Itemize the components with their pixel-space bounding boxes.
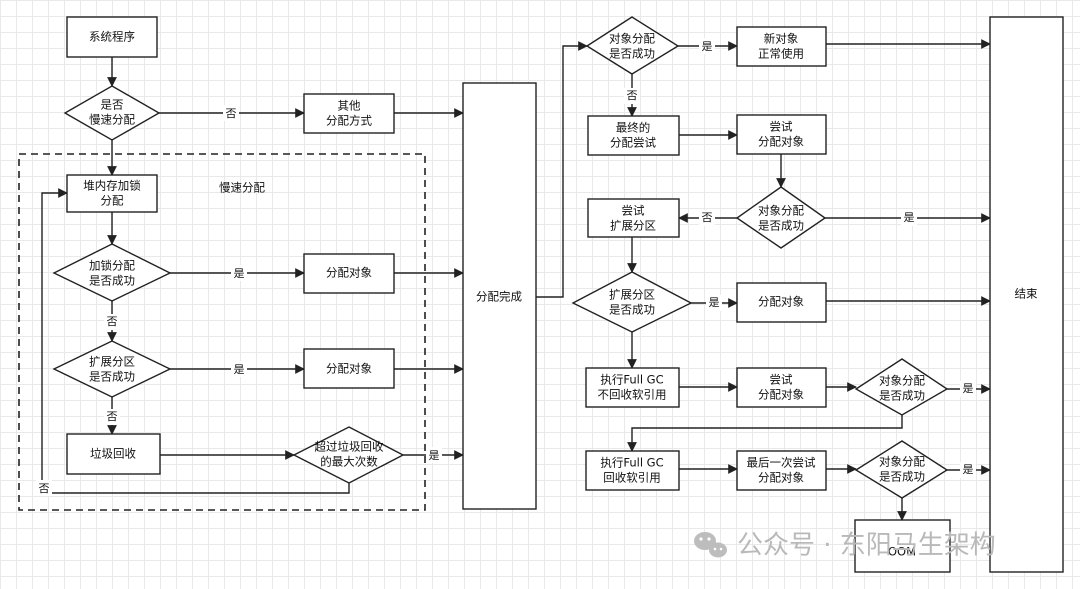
svg-text:超过垃圾回收: 超过垃圾回收 — [315, 440, 384, 454]
node-oom: OOM — [854, 519, 951, 573]
svg-text:结束: 结束 — [1015, 287, 1038, 301]
svg-text:对象分配: 对象分配 — [879, 374, 925, 388]
svg-text:是否成功: 是否成功 — [89, 274, 135, 288]
decision-obj-alloc-success-3: 对象分配 是否成功 — [854, 358, 949, 416]
svg-text:是否: 是否 — [101, 98, 124, 112]
svg-text:对象分配: 对象分配 — [609, 32, 655, 46]
svg-text:执行Full GC: 执行Full GC — [600, 373, 663, 387]
label-no: 否 — [107, 315, 118, 328]
svg-text:对象分配: 对象分配 — [758, 204, 804, 218]
slow-alloc-region — [18, 153, 426, 511]
label-no: 否 — [702, 211, 713, 224]
label-yes: 是 — [234, 363, 245, 376]
node-final-alloc-try: 最终的 分配尝试 — [587, 115, 680, 156]
svg-text:分配对象: 分配对象 — [758, 295, 804, 309]
label-yes: 是 — [963, 382, 974, 395]
svg-text:OOM: OOM — [888, 545, 916, 559]
node-other-alloc: 其他 分配方式 — [303, 93, 395, 134]
node-last-try-alloc: 最后一次尝试 分配对象 — [736, 450, 827, 491]
decision-expand-success-right: 扩展分区 是否成功 — [571, 271, 693, 333]
slow-alloc-label: 慢速分配 — [219, 181, 265, 195]
svg-text:最终的: 最终的 — [616, 121, 651, 135]
node-alloc-object-3: 分配对象 — [736, 282, 827, 323]
svg-text:分配方式: 分配方式 — [326, 114, 372, 128]
svg-text:系统程序: 系统程序 — [89, 30, 135, 44]
label-yes: 是 — [702, 40, 713, 53]
node-heap-lock-alloc: 堆内存加锁 分配 — [66, 174, 158, 213]
svg-text:尝试: 尝试 — [770, 120, 793, 134]
node-try-expand: 尝试 扩展分区 — [587, 198, 680, 238]
svg-text:扩展分区: 扩展分区 — [609, 288, 655, 302]
decision-obj-alloc-success-2: 对象分配 是否成功 — [735, 186, 827, 249]
edge-check3-no — [627, 415, 903, 452]
svg-text:分配: 分配 — [101, 194, 124, 208]
svg-text:扩展分区: 扩展分区 — [89, 355, 135, 369]
svg-text:是否成功: 是否成功 — [879, 389, 925, 403]
svg-text:分配尝试: 分配尝试 — [610, 136, 656, 150]
svg-text:是否成功: 是否成功 — [89, 370, 135, 384]
svg-text:垃圾回收: 垃圾回收 — [90, 447, 136, 461]
svg-text:最后一次尝试: 最后一次尝试 — [747, 456, 816, 470]
svg-text:回收软引用: 回收软引用 — [603, 471, 661, 485]
svg-text:尝试: 尝试 — [622, 204, 645, 218]
decision-obj-alloc-success-4: 对象分配 是否成功 — [854, 440, 949, 499]
node-alloc-object-1: 分配对象 — [303, 253, 395, 294]
label-no: 否 — [226, 107, 237, 120]
decision-exceed-max-gc: 超过垃圾回收 的最大次数 — [292, 426, 405, 484]
node-try-alloc-2: 尝试 分配对象 — [736, 367, 827, 408]
svg-text:加锁分配: 加锁分配 — [89, 259, 135, 273]
label-no: 否 — [627, 89, 638, 102]
svg-text:的最大次数: 的最大次数 — [320, 455, 378, 469]
svg-text:对象分配: 对象分配 — [879, 455, 925, 469]
svg-text:分配完成: 分配完成 — [476, 290, 522, 304]
svg-text:新对象: 新对象 — [764, 32, 799, 46]
label-yes: 是 — [429, 449, 440, 462]
node-full-gc-no-soft: 执行Full GC 不回收软引用 — [585, 367, 680, 408]
node-end: 结束 — [989, 16, 1064, 573]
label-yes: 是 — [904, 211, 915, 224]
label-yes: 是 — [234, 267, 245, 280]
node-gc: 垃圾回收 — [66, 433, 161, 475]
label-no: 否 — [107, 410, 118, 423]
decision-lock-alloc-success: 加锁分配 是否成功 — [52, 243, 172, 302]
svg-text:分配对象: 分配对象 — [758, 135, 804, 149]
svg-text:堆内存加锁: 堆内存加锁 — [83, 179, 141, 193]
node-alloc-done: 分配完成 — [462, 82, 537, 510]
svg-text:是否成功: 是否成功 — [879, 470, 925, 484]
decision-expand-success-left: 扩展分区 是否成功 — [52, 340, 172, 398]
node-full-gc-soft: 执行Full GC 回收软引用 — [585, 450, 680, 491]
wechat-logo-icon — [694, 532, 727, 558]
svg-text:是否成功: 是否成功 — [758, 219, 804, 233]
svg-text:分配对象: 分配对象 — [326, 362, 372, 376]
svg-text:正常使用: 正常使用 — [758, 47, 804, 61]
decision-is-slow-alloc: 是否 慢速分配 — [63, 85, 161, 141]
svg-text:尝试: 尝试 — [770, 373, 793, 387]
label-no: 否 — [39, 482, 50, 495]
svg-text:不回收软引用: 不回收软引用 — [598, 388, 667, 402]
edge-done-to-check1 — [536, 41, 588, 298]
svg-text:分配对象: 分配对象 — [758, 388, 804, 402]
watermark: 公众号 · 东阳马生架构 — [694, 531, 996, 561]
label-yes: 是 — [709, 296, 720, 309]
svg-text:扩展分区: 扩展分区 — [610, 219, 656, 233]
node-system-program: 系统程序 — [66, 16, 158, 58]
edge-labels: 否 是 否 是 否 是 否 是 否 否 是 是 是 是 — [36, 38, 976, 496]
decision-obj-alloc-success-1: 对象分配 是否成功 — [585, 16, 680, 75]
svg-text:慢速分配: 慢速分配 — [89, 113, 135, 127]
node-alloc-object-2: 分配对象 — [303, 348, 395, 389]
label-yes: 是 — [963, 463, 974, 476]
svg-text:是否成功: 是否成功 — [609, 303, 655, 317]
node-new-obj-use: 新对象 正常使用 — [736, 26, 827, 67]
svg-text:分配对象: 分配对象 — [758, 471, 804, 485]
svg-text:分配对象: 分配对象 — [326, 266, 372, 280]
svg-text:其他: 其他 — [338, 99, 361, 113]
node-try-alloc-1: 尝试 分配对象 — [736, 114, 827, 155]
svg-text:执行Full GC: 执行Full GC — [600, 456, 663, 470]
watermark-text: 公众号 · 东阳马生架构 — [737, 531, 996, 561]
svg-text:是否成功: 是否成功 — [609, 47, 655, 61]
